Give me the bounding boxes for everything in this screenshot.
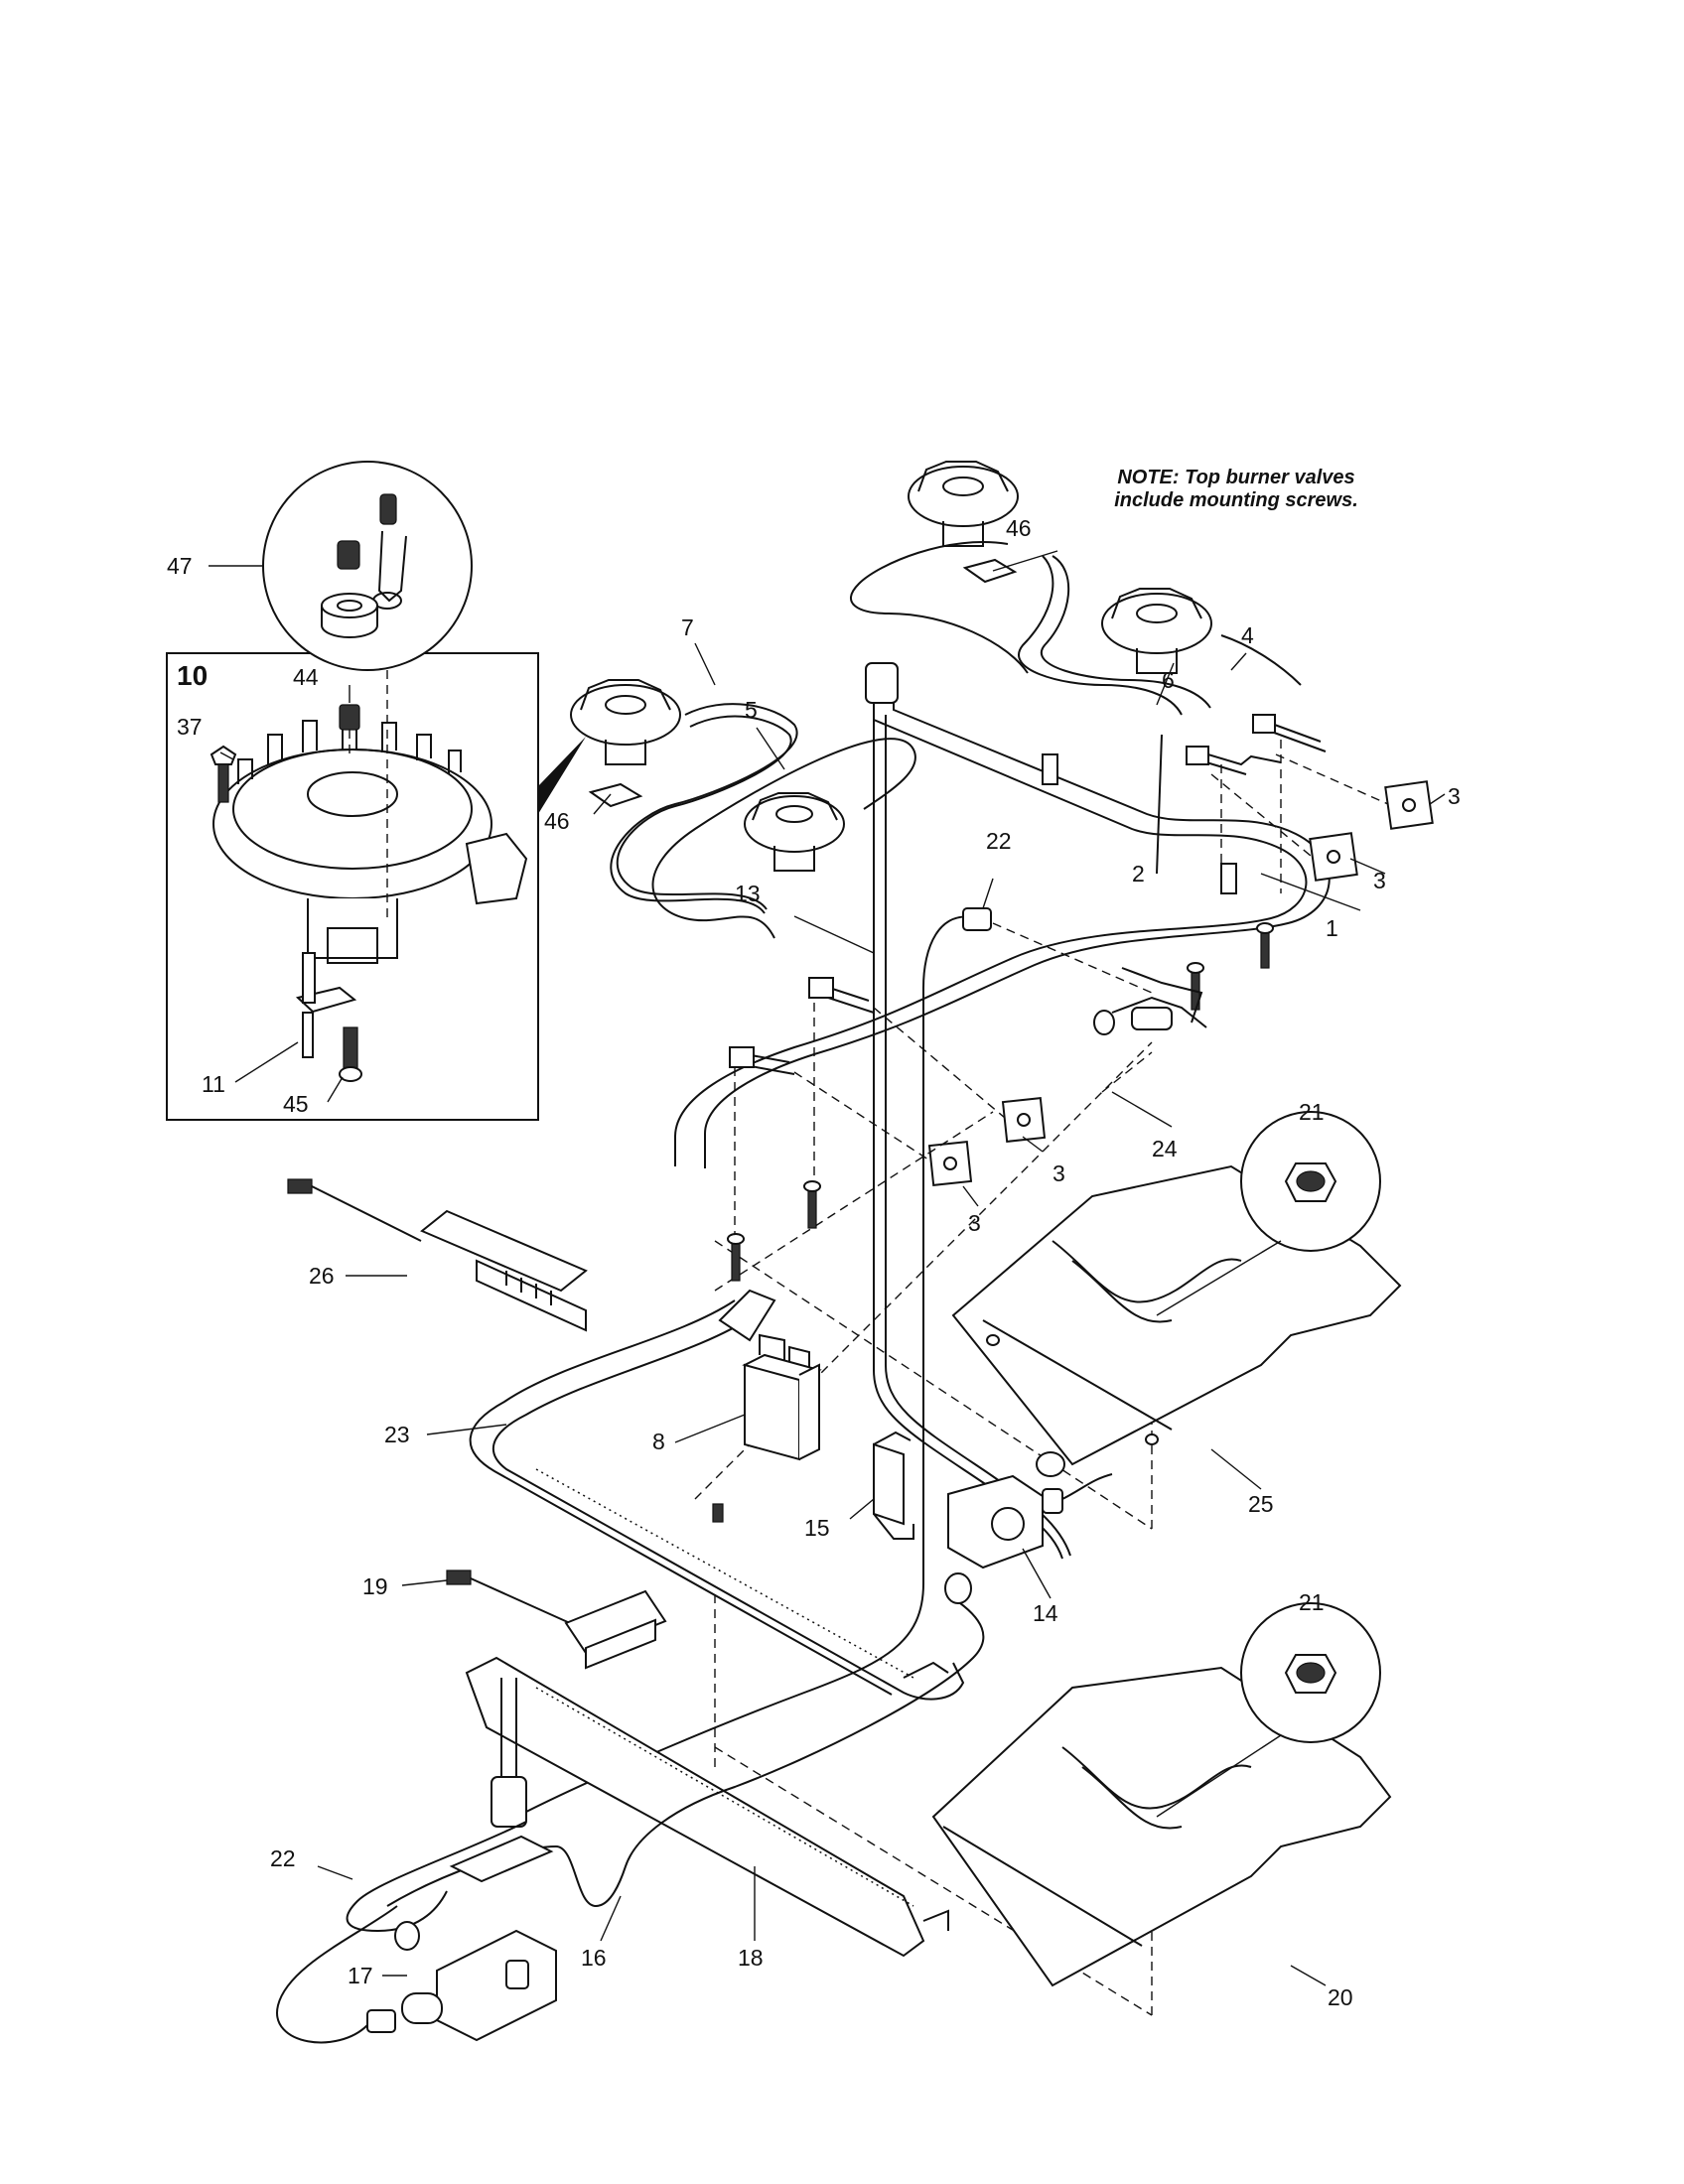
label-5: 5 [745,697,758,723]
label-1: 1 [1326,915,1338,941]
mounting-screws [727,922,1274,1282]
part-3-plates [927,780,1434,1186]
label-21-upper: 21 [1299,1099,1325,1125]
part-22-tube-lower [276,1821,527,2044]
label-11: 11 [202,1071,225,1097]
inset-title: 10 [177,660,208,691]
part-45-screw [339,1026,362,1082]
label-2: 2 [1132,861,1145,887]
part-15-bracket [873,1431,914,1540]
top-burner-front-right [1101,588,1212,674]
part-26-igniter [287,1178,588,1332]
label-19: 19 [362,1573,388,1599]
parts-note: NOTE: Top burner valves include mounting… [1072,467,1400,512]
part-14-regulator [947,1451,1113,1570]
label-16: 16 [581,1945,607,1971]
label-4: 4 [1241,622,1254,648]
label-46-left: 46 [544,808,570,834]
label-24: 24 [1152,1136,1178,1161]
label-6: 6 [1162,667,1175,693]
label-45: 45 [283,1091,309,1117]
part-1-manifold [674,662,1331,1168]
part-44-nut [339,704,360,754]
burner-supply-tubes [610,541,1302,939]
note-line-2: include mounting screws. [1114,489,1358,511]
label-3-a: 3 [1448,783,1461,809]
label-20: 20 [1328,1984,1353,2010]
label-37: 37 [177,714,203,740]
label-25: 25 [1248,1491,1274,1517]
part-23-bake-burner [469,1289,965,1701]
label-13: 13 [735,881,761,906]
label-44: 44 [293,664,319,690]
label-14: 14 [1033,1600,1058,1626]
note-line-1: NOTE: Top burner valves [1117,467,1355,488]
top-burner-rear-right [908,461,1019,547]
part-11-bracket [295,952,357,1058]
label-22-top: 22 [986,828,1012,854]
label-26: 26 [309,1263,335,1289]
part-21-nut-lower [1156,1602,1381,1818]
inset-pointer [538,737,586,814]
label-15: 15 [804,1515,830,1541]
part-17-valve [394,1835,557,2042]
part-19-igniter [446,1570,667,1670]
part-number-labels: 47 44 37 11 45 46 46 7 5 4 6 22 13 2 1 3… [167,515,1461,2010]
part-18-broil-burner [465,1656,949,1958]
label-3-c: 3 [1052,1160,1065,1186]
top-burner-valves [729,714,1327,1075]
label-21-lower: 21 [1299,1589,1325,1615]
burner-base [212,717,528,964]
part-8-module [742,1333,822,1461]
label-22-bottom: 22 [270,1845,296,1871]
part-21-nut-upper [1156,1111,1381,1316]
part-24-orifice [1093,967,1207,1035]
part-16-tube [386,1572,985,1908]
label-18: 18 [738,1945,764,1971]
label-23: 23 [384,1422,410,1447]
label-17: 17 [348,1963,373,1988]
label-7: 7 [681,614,694,640]
part-46-clips [588,558,1018,808]
top-burner-front-left [744,792,845,872]
leader-lines [209,550,1446,1986]
part-13-tube [873,715,1071,1560]
label-47: 47 [167,553,193,579]
label-3-d: 3 [968,1210,981,1236]
top-burner-rear-left [570,679,681,765]
label-46-right: 46 [1006,515,1032,541]
label-8: 8 [652,1429,665,1454]
label-3-b: 3 [1373,868,1386,893]
part-20-shield [931,1666,1392,1987]
burner-detail-inset: 10 [166,596,586,1121]
part-47-detail-circle [262,461,473,671]
